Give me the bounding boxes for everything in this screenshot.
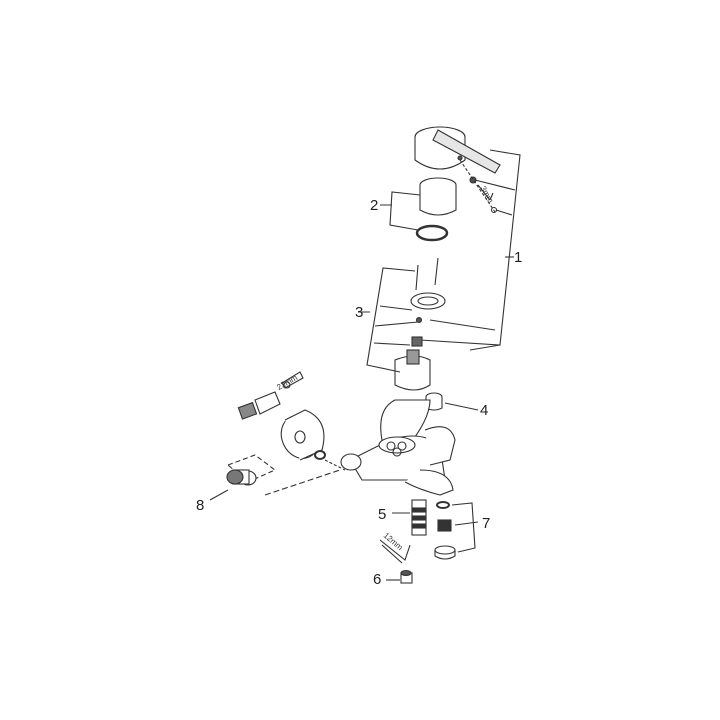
callout-bracket-1 <box>419 149 521 351</box>
lever-handle <box>414 126 501 174</box>
aerator-set <box>434 501 479 560</box>
callout-7: 7 <box>482 515 491 532</box>
plug <box>425 392 479 411</box>
nut <box>386 569 413 584</box>
callout-bracket-3 <box>358 267 419 373</box>
callout-8: 8 <box>196 497 205 514</box>
callout-6: 6 <box>373 571 382 588</box>
callout-4: 4 <box>480 402 489 419</box>
callout-bracket-2 <box>380 191 421 231</box>
callout-1: 1 <box>514 249 523 266</box>
eccentric-connector <box>237 371 304 420</box>
diverter-cartridge <box>392 499 427 536</box>
mixer-body <box>340 399 456 496</box>
cap <box>415 177 457 242</box>
callout-2: 2 <box>370 197 379 214</box>
callout-3: 3 <box>355 304 364 321</box>
escutcheon <box>280 409 346 471</box>
callout-5: 5 <box>378 506 387 523</box>
filter-set <box>209 454 341 501</box>
cartridge <box>394 257 446 391</box>
hex-key-12mm <box>379 539 411 564</box>
